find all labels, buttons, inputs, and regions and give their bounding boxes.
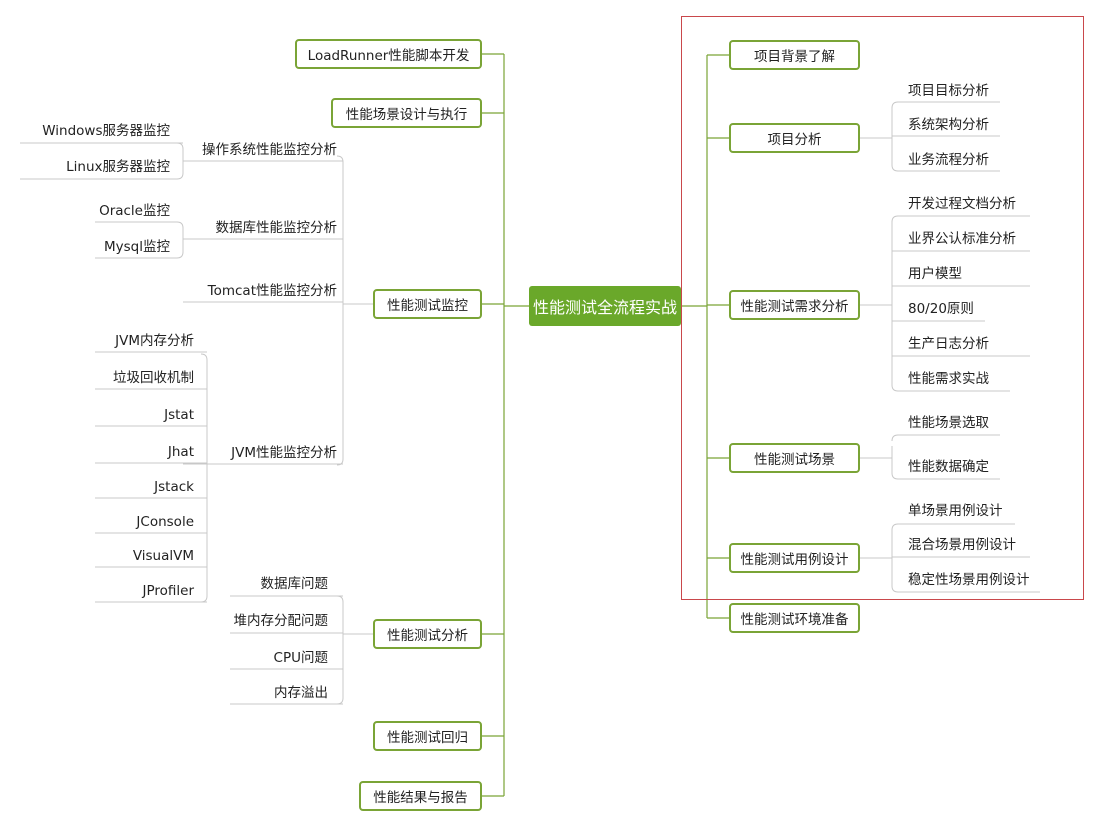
- node-environment[interactable]: 性能测试环境准备: [729, 603, 860, 633]
- jvm-bracket: [200, 353, 208, 603]
- leaf-db-issue[interactable]: 数据库问题: [260, 576, 329, 592]
- node-regression[interactable]: 性能测试回归: [373, 721, 482, 751]
- leaf-heap-issue[interactable]: 堆内存分配问题: [233, 613, 329, 629]
- db-bracket: [95, 221, 184, 259]
- leaf-log-analysis[interactable]: 生产日志分析: [908, 336, 989, 352]
- leaf-goal-analysis[interactable]: 项目目标分析: [908, 83, 989, 99]
- group-jvm[interactable]: JVM性能监控分析: [231, 445, 337, 461]
- group-tomcat[interactable]: Tomcat性能监控分析: [207, 283, 337, 299]
- leaf-architecture-analysis[interactable]: 系统架构分析: [908, 117, 989, 133]
- leaf-cpu-issue[interactable]: CPU问题: [273, 650, 328, 666]
- leaf-oom-issue[interactable]: 内存溢出: [274, 685, 328, 701]
- node-monitor[interactable]: 性能测试监控: [373, 289, 482, 319]
- leaf-jvm-memory[interactable]: JVM内存分析: [115, 333, 194, 349]
- leaf-80-20-rule[interactable]: 80/20原则: [908, 301, 974, 317]
- node-report[interactable]: 性能结果与报告: [359, 781, 482, 811]
- leaf-mysql-monitor[interactable]: Mysql监控: [104, 239, 170, 255]
- group-db[interactable]: 数据库性能监控分析: [215, 220, 338, 236]
- leaf-linux-monitor[interactable]: Linux服务器监控: [66, 159, 170, 175]
- scene-bracket: [891, 434, 1000, 480]
- leaf-process-analysis[interactable]: 业务流程分析: [908, 152, 989, 168]
- leaf-jstack[interactable]: Jstack: [154, 479, 194, 495]
- leaf-oracle-monitor[interactable]: Oracle监控: [99, 203, 170, 219]
- leaf-jconsole[interactable]: JConsole: [136, 514, 194, 530]
- leaf-scene-selection[interactable]: 性能场景选取: [908, 415, 989, 431]
- leaf-standard-analysis[interactable]: 业界公认标准分析: [908, 231, 1016, 247]
- node-case-design[interactable]: 性能测试用例设计: [729, 543, 860, 573]
- root-node[interactable]: 性能测试全流程实战: [529, 286, 681, 326]
- leaf-windows-monitor[interactable]: Windows服务器监控: [42, 123, 170, 139]
- analysis-bracket: [336, 595, 344, 705]
- node-analysis[interactable]: 性能测试分析: [373, 619, 482, 649]
- leaf-jstat[interactable]: Jstat: [164, 407, 194, 423]
- leaf-single-scene-case[interactable]: 单场景用例设计: [908, 503, 1003, 519]
- leaf-stability-scene-case[interactable]: 稳定性场景用例设计: [908, 572, 1030, 588]
- node-loadrunner[interactable]: LoadRunner性能脚本开发: [295, 39, 482, 69]
- project-bracket: [891, 101, 1000, 172]
- leaf-mixed-scene-case[interactable]: 混合场景用例设计: [908, 537, 1016, 553]
- leaf-user-model[interactable]: 用户模型: [908, 266, 962, 282]
- node-scene-design[interactable]: 性能场景设计与执行: [331, 98, 482, 128]
- req-bracket: [891, 215, 1030, 392]
- leaf-jprofiler[interactable]: JProfiler: [142, 583, 194, 599]
- highlight-frame: [681, 16, 1084, 600]
- leaf-jhat[interactable]: Jhat: [167, 444, 194, 460]
- leaf-visualvm[interactable]: VisualVM: [132, 548, 194, 564]
- leaf-dev-doc-analysis[interactable]: 开发过程文档分析: [908, 196, 1016, 212]
- case-bracket: [891, 523, 1040, 593]
- group-os[interactable]: 操作系统性能监控分析: [202, 142, 337, 158]
- node-project-analysis[interactable]: 项目分析: [729, 123, 860, 153]
- monitor-bracket: [336, 155, 344, 466]
- node-requirement[interactable]: 性能测试需求分析: [729, 290, 860, 320]
- node-test-scene[interactable]: 性能测试场景: [729, 443, 860, 473]
- node-background[interactable]: 项目背景了解: [729, 40, 860, 70]
- leaf-data-determination[interactable]: 性能数据确定: [908, 459, 989, 475]
- leaf-gc[interactable]: 垃圾回收机制: [113, 370, 194, 386]
- leaf-requirement-practice[interactable]: 性能需求实战: [908, 371, 989, 387]
